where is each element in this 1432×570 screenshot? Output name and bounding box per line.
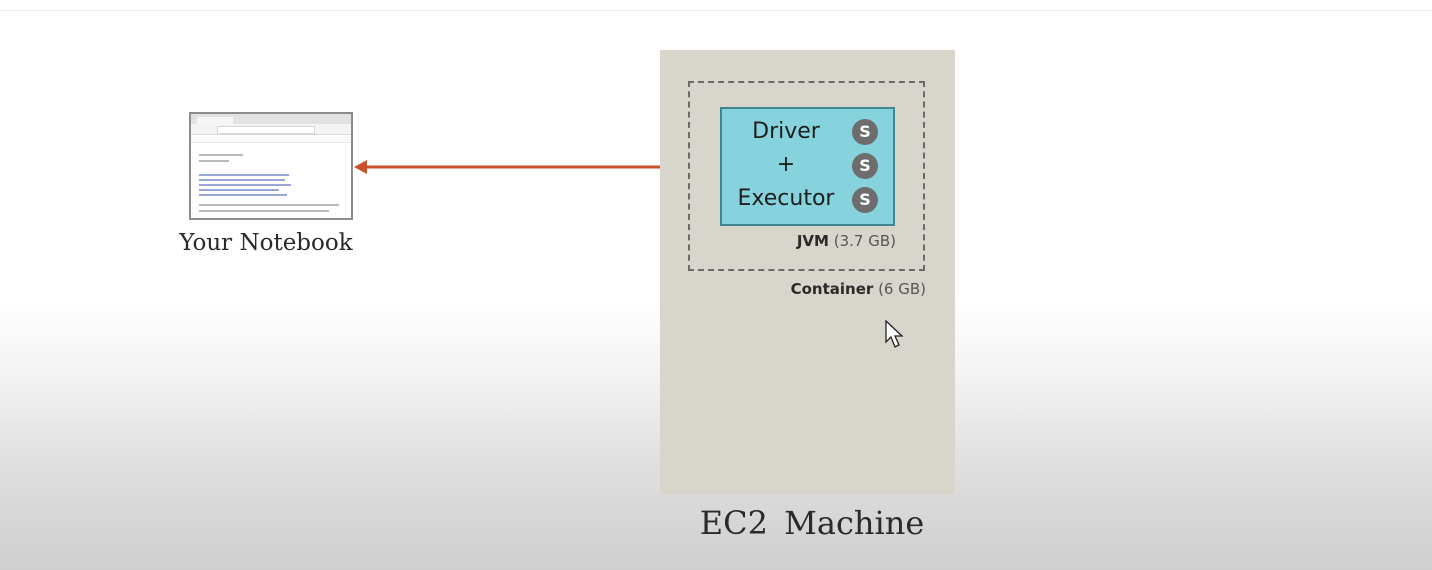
s-badge-icon: S bbox=[852, 187, 878, 213]
s-badge-icon: S bbox=[852, 119, 878, 145]
jvm-box: Driver + Executor S S S bbox=[720, 107, 895, 226]
container-box bbox=[688, 81, 925, 271]
top-divider bbox=[0, 10, 1432, 11]
s-badge-icon: S bbox=[852, 153, 878, 179]
notebook-browser-thumbnail bbox=[189, 112, 353, 220]
driver-label: Driver bbox=[752, 119, 820, 144]
container-size: (6 GB) bbox=[878, 280, 926, 298]
plus-label: + bbox=[776, 152, 796, 177]
executor-label: Executor bbox=[737, 186, 835, 211]
jvm-size: (3.7 GB) bbox=[833, 232, 896, 250]
container-name: Container bbox=[790, 280, 874, 298]
container-label: Container (6 GB) bbox=[740, 280, 926, 298]
mouse-cursor-icon bbox=[885, 320, 904, 348]
ec2-machine-label: EC2 Machine bbox=[699, 504, 925, 542]
jvm-label: JVM (3.7 GB) bbox=[760, 232, 896, 250]
notebook-label: Your Notebook bbox=[179, 230, 353, 256]
jvm-name: JVM bbox=[796, 232, 829, 250]
